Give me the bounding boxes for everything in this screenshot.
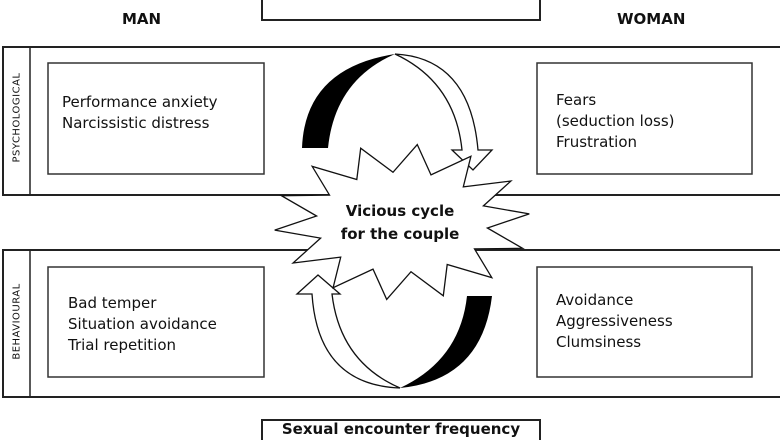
text-line: for the couple: [340, 225, 460, 243]
top-arrow-white: [394, 53, 494, 171]
woman-psych-text: Fears (seduction loss) Frustration: [556, 90, 675, 153]
starburst: [274, 143, 530, 301]
text-line: Situation avoidance: [68, 315, 217, 333]
bottom-arrow-black: [400, 296, 492, 388]
woman-header: WOMAN: [617, 10, 686, 28]
bottom-box: [261, 419, 541, 440]
man-header: MAN: [122, 10, 162, 28]
woman-behav-text: Avoidance Aggressiveness Clumsiness: [556, 290, 673, 353]
man-behav-text: Bad temper Situation avoidance Trial rep…: [68, 293, 217, 356]
text-line: Clumsiness: [556, 333, 642, 351]
bottom-arrow-white: [295, 274, 401, 389]
woman-behav-box: [536, 266, 753, 378]
woman-psych-box: [536, 62, 753, 175]
psychological-label: PSYCHOLOGICAL: [11, 72, 23, 163]
text-line: Vicious cycle: [345, 202, 455, 220]
text-line: Trial repetition: [68, 336, 177, 354]
text-line: Bad temper: [68, 294, 157, 312]
man-psych-text: Performance anxiety Narcissistic distres…: [62, 92, 218, 134]
top-box: [261, 0, 541, 21]
text-line: Avoidance: [556, 291, 634, 309]
bottom-box-label: Sexual encounter frequency: [281, 420, 521, 438]
text-line: Performance anxiety: [62, 93, 218, 111]
man-behav-box: [47, 266, 265, 378]
center-label: Vicious cycle for the couple: [320, 200, 480, 246]
text-line: Fears: [556, 91, 597, 109]
text-line: Aggressiveness: [556, 312, 673, 330]
top-arrow-black: [302, 54, 395, 148]
behavioural-label: BEHAVIOURAL: [11, 283, 23, 360]
text-line: Frustration: [556, 133, 637, 151]
text-line: (seduction loss): [556, 112, 675, 130]
text-line: Narcissistic distress: [62, 114, 210, 132]
man-psych-box: [47, 62, 265, 175]
